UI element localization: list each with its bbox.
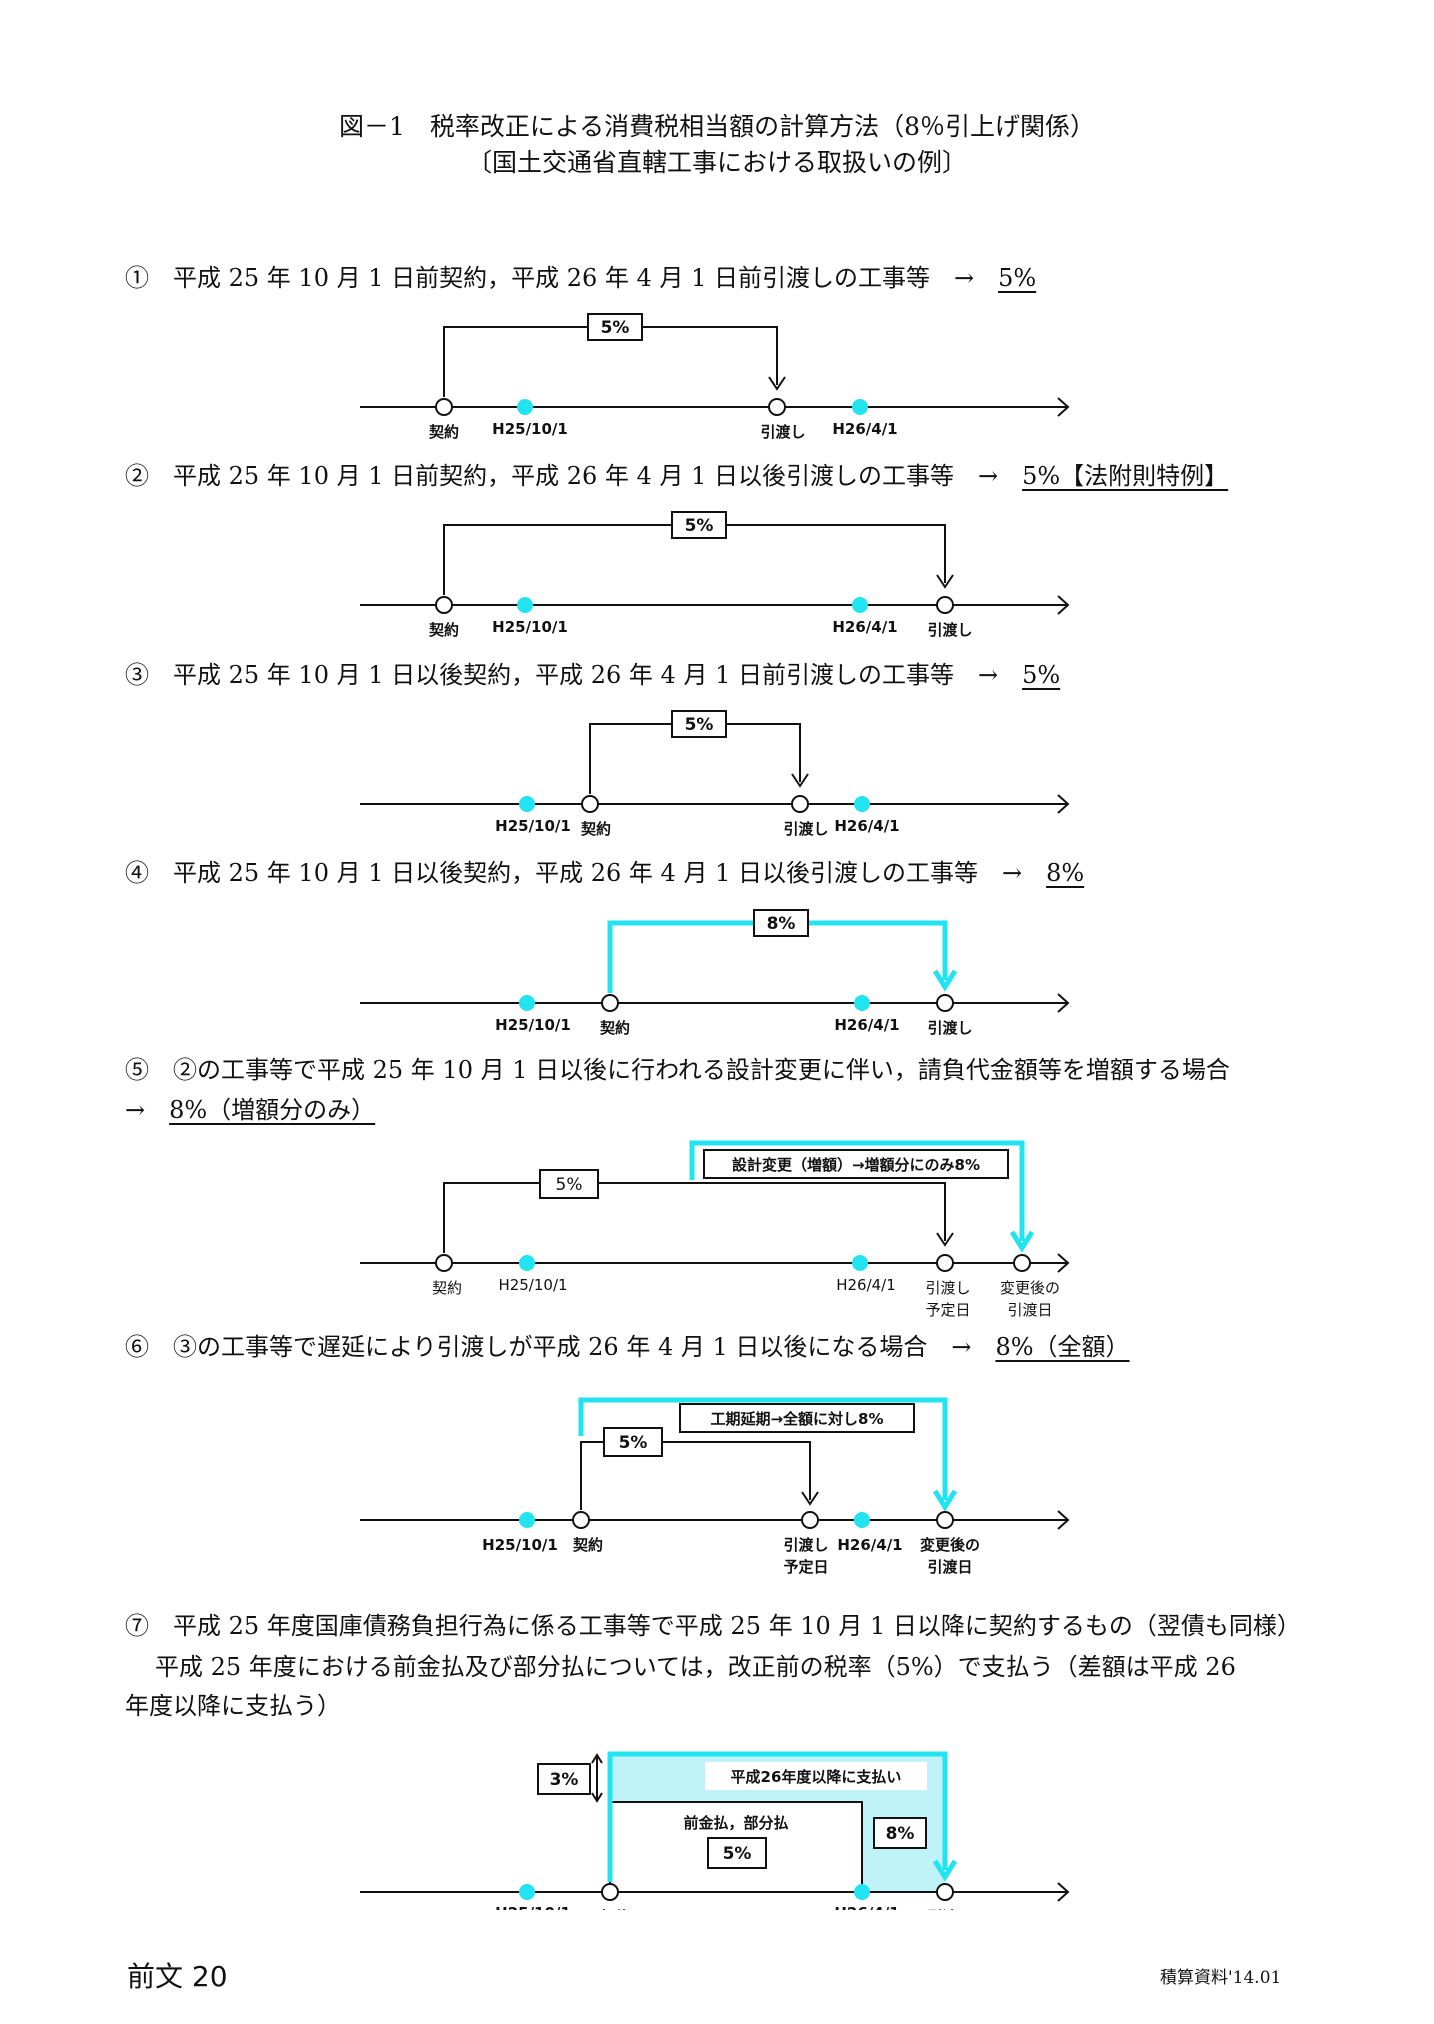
label-hikiwatashi: 引渡し — [927, 621, 972, 639]
label-keiyaku: 契約 — [580, 820, 611, 838]
case-5-text: ②の工事等で平成 25 年 10 月 1 日以後に行われる設計変更に伴い，請負代… — [173, 1056, 1230, 1084]
label-keiyaku: 契約 — [432, 1279, 462, 1297]
label-hikiwatashibi: 引渡日 — [927, 1558, 972, 1576]
label-h26: H26/4/1 — [836, 1276, 896, 1294]
case-6-note: 工期延期→全額に対し8% — [710, 1410, 883, 1428]
case-2-number: ② — [125, 462, 149, 490]
case-7-para2: 年度以降に支払う） — [125, 1692, 341, 1720]
case-4-result: 8% — [1046, 859, 1085, 887]
label-henkougo: 変更後の — [920, 1536, 980, 1554]
case-7-heading: ⑦ 平成 25 年度国庫債務負担行為に係る工事等で平成 25 年 10 月 1 … — [125, 1606, 1301, 1641]
case-6-text: ③の工事等で遅延により引渡しが平成 26 年 4 月 1 日以後になる場合 → — [173, 1333, 996, 1361]
case-7-para1: 平成 25 年度における前金払及び部分払については，改正前の税率（5%）で支払う… — [155, 1653, 1236, 1681]
case-5-rate-box: 5% — [556, 1175, 583, 1195]
label-h26: H26/4/1 — [834, 1904, 899, 1910]
label-keiyaku: 契約 — [428, 423, 459, 441]
figure-subtitle: 〔国土交通省直轄工事における取扱いの例〕 — [466, 148, 967, 177]
case-2-result: 5%【法附則特例】 — [1022, 462, 1229, 490]
case-2-timeline: 5% 契約 H25/10/1 H26/4/1 引渡し — [360, 511, 1070, 639]
figure-title: 図－1 税率改正による消費税相当額の計算方法（8％引上げ関係） — [338, 112, 1096, 141]
case-5-heading: ⑤ ②の工事等で平成 25 年 10 月 1 日以後に行われる設計変更に伴い，請… — [125, 1050, 1230, 1085]
publication-label: 積算資料'14.01 — [1160, 1968, 1282, 1988]
label-yotei: 予定日 — [783, 1558, 828, 1576]
case-7-box-3: 3% — [550, 1770, 579, 1790]
case-4-timeline: 8% H25/10/1 契約 H26/4/1 引渡し — [360, 909, 1070, 1037]
case-2-text: 平成 25 年 10 月 1 日前契約，平成 26 年 4 月 1 日以後引渡し… — [173, 462, 1023, 490]
case-6-timeline: 5% 工期延期→全額に対し8% H25/10/1 契約 引渡し 予定日 H26/… — [360, 1397, 1070, 1576]
label-h26: H26/4/1 — [832, 618, 897, 636]
case-1-text: 平成 25 年 10 月 1 日前契約，平成 26 年 4 月 1 日前引渡しの… — [173, 264, 999, 292]
case-1-timeline: 5% 契約 H25/10/1 引渡し H26/4/1 — [360, 313, 1070, 441]
label-h26: H26/4/1 — [837, 1536, 902, 1554]
case-1-number: ① — [125, 264, 149, 292]
case-7-text: 平成 25 年度国庫債務負担行為に係る工事等で平成 25 年 10 月 1 日以… — [173, 1612, 1301, 1640]
case-7-number: ⑦ — [125, 1612, 149, 1640]
label-h25: H25/10/1 — [492, 420, 568, 438]
case-3-timeline: 5% H25/10/1 契約 引渡し H26/4/1 — [360, 710, 1070, 838]
label-keiyaku: 契約 — [572, 1536, 603, 1554]
label-keiyaku: 契約 — [428, 621, 459, 639]
case-5-timeline: 5% 設計変更（増額）→増額分にのみ8% 契約 H25/10/1 H26/4/1… — [360, 1140, 1070, 1319]
label-yotei-b: 予定日 — [925, 1301, 970, 1319]
label-hikiwatashi: 引渡し — [927, 1908, 972, 1910]
label-h25: H25/10/1 — [495, 1904, 571, 1910]
case-6-result: 8%（全額） — [995, 1333, 1130, 1361]
case-7-sub: 前金払，部分払 — [683, 1814, 788, 1832]
case-2-heading: ② 平成 25 年 10 月 1 日前契約，平成 26 年 4 月 1 日以後引… — [125, 456, 1228, 491]
label-h25: H25/10/1 — [495, 1016, 571, 1034]
label-h26: H26/4/1 — [834, 817, 899, 835]
case-7-timeline: 3% 平成26年度以降に支払い 前金払，部分払 5% 8% H25/10/1 契… — [360, 1751, 1070, 1910]
case-1-result: 5% — [998, 264, 1037, 292]
case-3-number: ③ — [125, 661, 149, 689]
label-hikiwatashibi: 引渡日 — [1007, 1301, 1052, 1319]
label-yotei-a: 引渡し — [925, 1279, 970, 1297]
label-keiyaku: 契約 — [599, 1908, 630, 1910]
case-1-rate-box: 5% — [601, 318, 630, 338]
label-h25: H25/10/1 — [498, 1276, 567, 1294]
page-number: 前文 20 — [127, 1960, 228, 1993]
label-keiyaku: 契約 — [599, 1019, 630, 1037]
case-6-number: ⑥ — [125, 1333, 149, 1361]
label-h26: H26/4/1 — [834, 1016, 899, 1034]
case-7-box-8: 8% — [886, 1824, 915, 1844]
label-henkougo: 変更後の — [1000, 1279, 1060, 1297]
label-hikiwatashi: 引渡し — [927, 1019, 972, 1037]
case-5-note: 設計変更（増額）→増額分にのみ8% — [732, 1156, 980, 1174]
case-4-rate-box: 8% — [767, 914, 796, 934]
case-3-rate-box: 5% — [685, 715, 714, 735]
case-7-note: 平成26年度以降に支払い — [731, 1768, 902, 1786]
label-h25: H25/10/1 — [495, 817, 571, 835]
label-h25: H25/10/1 — [482, 1536, 558, 1554]
label-h25: H25/10/1 — [492, 618, 568, 636]
case-7-box-5: 5% — [723, 1844, 752, 1864]
case-4-heading: ④ 平成 25 年 10 月 1 日以後契約，平成 26 年 4 月 1 日以後… — [125, 853, 1084, 888]
case-5-line2: → 8%（増額分のみ） — [125, 1090, 375, 1125]
case-2-rate-box: 5% — [685, 516, 714, 536]
case-6-rate-box: 5% — [619, 1433, 648, 1453]
label-h26: H26/4/1 — [832, 420, 897, 438]
label-hikiwatashi: 引渡し — [760, 423, 805, 441]
case-4-text: 平成 25 年 10 月 1 日以後契約，平成 26 年 4 月 1 日以後引渡… — [173, 859, 1047, 887]
label-hikiwatashi: 引渡し — [783, 820, 828, 838]
case-6-heading: ⑥ ③の工事等で遅延により引渡しが平成 26 年 4 月 1 日以後になる場合 … — [125, 1327, 1130, 1362]
label-hikiwatashi: 引渡し — [783, 1536, 828, 1554]
case-3-text: 平成 25 年 10 月 1 日以後契約，平成 26 年 4 月 1 日前引渡し… — [173, 661, 1023, 689]
case-3-heading: ③ 平成 25 年 10 月 1 日以後契約，平成 26 年 4 月 1 日前引… — [125, 655, 1060, 690]
case-4-number: ④ — [125, 859, 149, 887]
case-5-arrow: → — [125, 1096, 170, 1124]
case-3-result: 5% — [1022, 661, 1061, 689]
case-5-number: ⑤ — [125, 1056, 149, 1084]
case-5-result: 8%（増額分のみ） — [169, 1096, 376, 1124]
case-1-heading: ① 平成 25 年 10 月 1 日前契約，平成 26 年 4 月 1 日前引渡… — [125, 258, 1036, 293]
